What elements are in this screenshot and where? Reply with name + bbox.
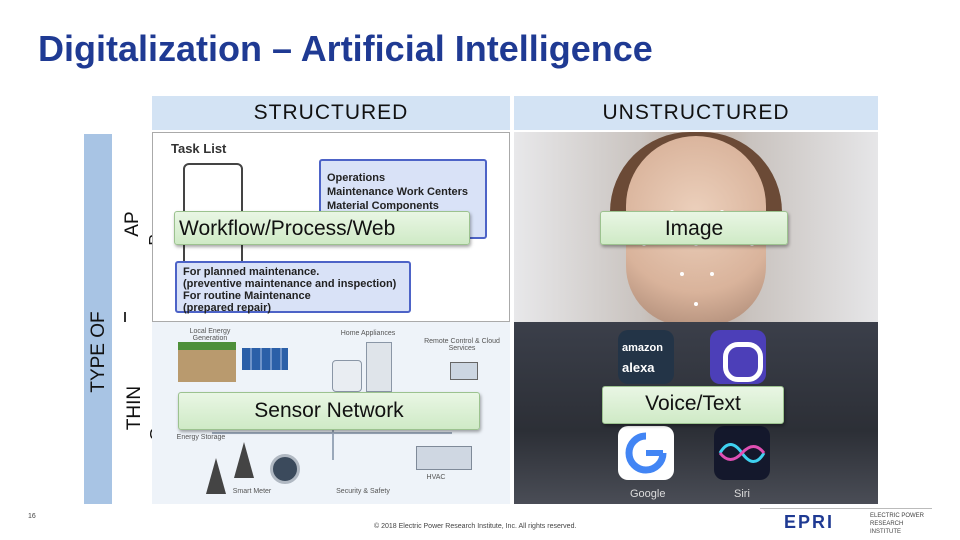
- house-icon: [178, 342, 236, 382]
- alexa-label-top: amazon: [622, 342, 663, 354]
- epri-logo: EPRI: [784, 512, 834, 533]
- cortana-icon: [710, 330, 766, 384]
- badge-image: Image: [600, 211, 788, 245]
- mesh-point-icon: [710, 272, 714, 276]
- iot-label-remote-control: Remote Control & Cloud Services: [422, 338, 502, 352]
- iot-label-hvac: HVAC: [416, 474, 456, 481]
- iot-label-home-appliances: Home Appliances: [328, 330, 408, 337]
- siri-label: Siri: [734, 488, 750, 500]
- task-item: Maintenance Work Centers: [327, 185, 479, 199]
- copyright-text: © 2018 Electric Power Research Institute…: [374, 523, 576, 530]
- fridge-icon: [366, 342, 392, 392]
- column-header-unstructured: UNSTRUCTURED: [514, 96, 878, 130]
- smart-meter-icon: [270, 454, 300, 484]
- hvac-icon: [416, 446, 472, 470]
- laptop-icon: [450, 362, 478, 380]
- solar-panel-icon: [242, 348, 288, 370]
- task-item: For planned maintenance.: [183, 266, 403, 278]
- iot-label-local-energy: Local Energy Generation: [180, 328, 240, 342]
- mesh-point-icon: [694, 302, 698, 306]
- google-label: Google: [630, 488, 665, 500]
- row-label-app-1: AP: [122, 204, 146, 244]
- siri-icon: [714, 426, 770, 480]
- row-label-type-of: TYPE OF: [88, 292, 112, 412]
- logo-divider: [760, 508, 932, 509]
- google-icon: [618, 426, 674, 480]
- row-divider-mark: [124, 312, 126, 322]
- mesh-point-icon: [680, 272, 684, 276]
- task-list-title: Task List: [171, 141, 226, 156]
- pylon-icon: [234, 442, 254, 478]
- iot-label-security: Security & Safety: [318, 488, 408, 495]
- badge-voice-text: Voice/Text: [602, 386, 784, 424]
- slide-title: Digitalization – Artificial Intelligence: [38, 28, 653, 70]
- badge-sensor-network: Sensor Network: [178, 392, 480, 430]
- badge-workflow-process-web: Workflow/Process/Web: [174, 211, 470, 245]
- task-item: Operations: [327, 171, 479, 185]
- task-item: (prepared repair): [183, 302, 403, 314]
- iot-label-energy-storage: Energy Storage: [176, 434, 226, 441]
- alexa-label-bottom: alexa: [622, 360, 655, 375]
- iot-label-smart-meter: Smart Meter: [222, 488, 282, 495]
- page-number: 16: [28, 513, 36, 520]
- task-box-maintenance: For planned maintenance. (preventive mai…: [175, 261, 411, 313]
- column-header-structured: STRUCTURED: [152, 96, 510, 130]
- task-item: (preventive maintenance and inspection): [183, 278, 403, 290]
- washer-icon: [332, 360, 362, 392]
- alexa-icon: amazon alexa: [618, 330, 674, 384]
- task-item: For routine Maintenance: [183, 290, 403, 302]
- epri-logo-subtitle: ELECTRIC POWER RESEARCH INSTITUTE: [870, 512, 932, 536]
- row-label-thing-1: THIN: [124, 378, 148, 438]
